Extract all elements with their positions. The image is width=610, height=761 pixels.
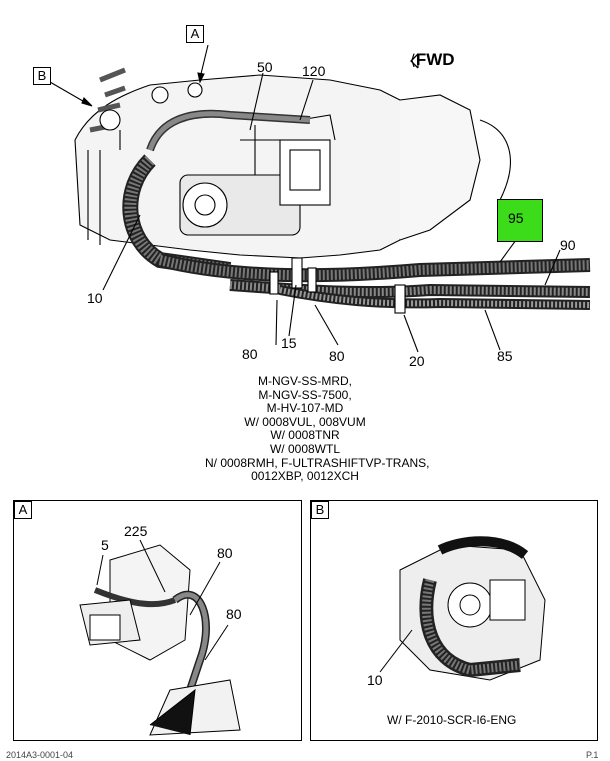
note-line: M-HV-107-MD — [266, 401, 344, 416]
forward-indicator: ⟨FWD — [410, 50, 455, 69]
detail-a-callout-80-lower: 80 — [226, 606, 242, 622]
callout-80-right: 80 — [329, 348, 345, 364]
callout-15: 15 — [281, 335, 297, 351]
note-line: N/ 0008RMH, F-ULTRASHIFTVP-TRANS, — [205, 455, 430, 470]
footer-page: P.1 — [586, 750, 599, 760]
note-line: M-NGV-SS-7500, — [258, 387, 352, 402]
callout-20: 20 — [409, 353, 425, 369]
view-b-label: B — [33, 67, 51, 85]
note-line: W/ 0008TNR — [270, 428, 340, 443]
note-line: W/ 0008WTL — [269, 441, 341, 456]
detail-panel-b — [310, 500, 598, 741]
detail-panel-a — [13, 500, 302, 741]
detail-b-callout-10: 10 — [367, 672, 383, 688]
callout-85: 85 — [497, 348, 513, 364]
fwd-text: FWD — [415, 50, 455, 69]
view-a-label: A — [186, 25, 204, 43]
detail-a-callout-225: 225 — [124, 523, 148, 539]
callout-10: 10 — [87, 290, 103, 306]
detail-b-caption: W/ F-2010-SCR-I6-ENG — [387, 713, 517, 727]
footer-figure-id: 2014A3-0001-04 — [6, 750, 74, 760]
note-line: W/ 0008VUL, 008VUM — [244, 414, 366, 429]
detail-a-label: A — [14, 501, 32, 519]
detail-a-callout-5: 5 — [101, 537, 109, 553]
detail-a-callout-80-upper: 80 — [217, 545, 233, 561]
callout-50: 50 — [257, 59, 273, 75]
highlighted-callout-95[interactable]: 95 — [497, 199, 543, 242]
callout-120: 120 — [302, 63, 326, 79]
callout-90: 90 — [560, 237, 576, 253]
applicability-notes: M-NGV-SS-MRD, M-NGV-SS-7500, M-HV-107-MD… — [205, 374, 430, 484]
note-line: 0012XBP, 0012XCH — [251, 469, 359, 484]
detail-b-label: B — [311, 501, 329, 519]
note-line: M-NGV-SS-MRD, — [258, 374, 352, 388]
callout-80-left: 80 — [242, 346, 258, 362]
callout-95: 95 — [508, 210, 524, 226]
